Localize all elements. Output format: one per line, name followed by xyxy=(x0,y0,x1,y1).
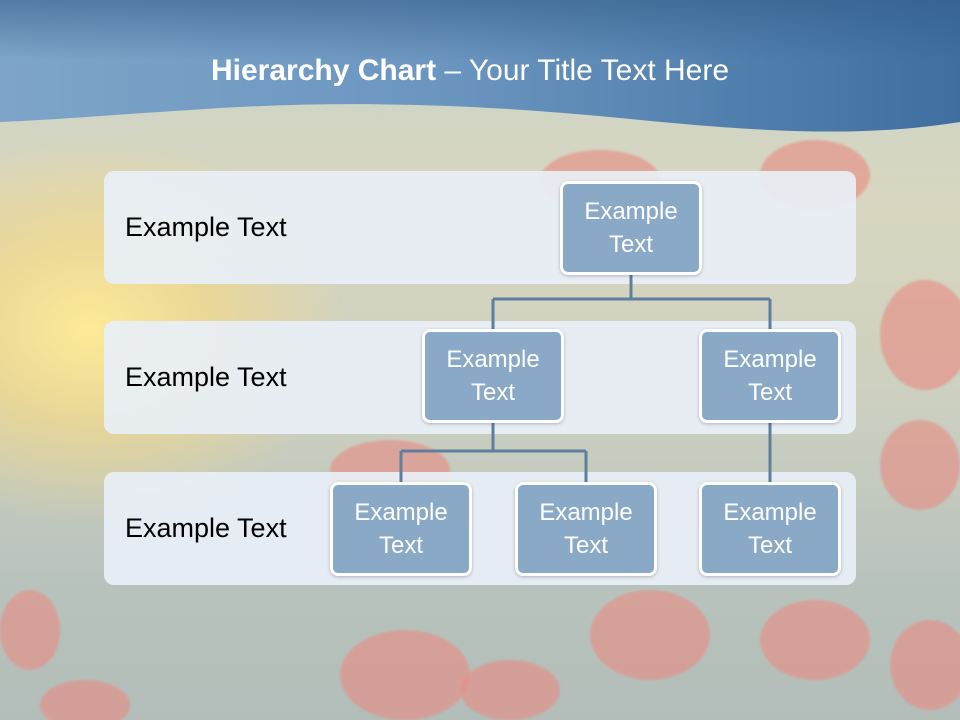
node-root[interactable]: Example Text xyxy=(560,181,702,275)
node-level2-left[interactable]: Example Text xyxy=(422,329,564,423)
slide-title: Hierarchy Chart – Your Title Text Here xyxy=(0,54,940,88)
level-label-2: Example Text xyxy=(125,362,287,392)
node-level3-c[interactable]: Example Text xyxy=(699,482,841,576)
level-label-3: Example Text xyxy=(125,513,287,543)
node-level3-b[interactable]: Example Text xyxy=(515,482,657,576)
title-rest-part: – Your Title Text Here xyxy=(436,54,730,87)
connector-root xyxy=(491,275,772,329)
node-level2-right[interactable]: Example Text xyxy=(699,329,841,423)
connector-level2-left xyxy=(399,422,588,482)
title-banner xyxy=(0,0,960,132)
level-band-1: Example Text xyxy=(104,171,856,284)
level-label-1: Example Text xyxy=(125,212,287,242)
node-level3-a[interactable]: Example Text xyxy=(330,482,472,576)
title-bold-part: Hierarchy Chart xyxy=(210,54,437,87)
